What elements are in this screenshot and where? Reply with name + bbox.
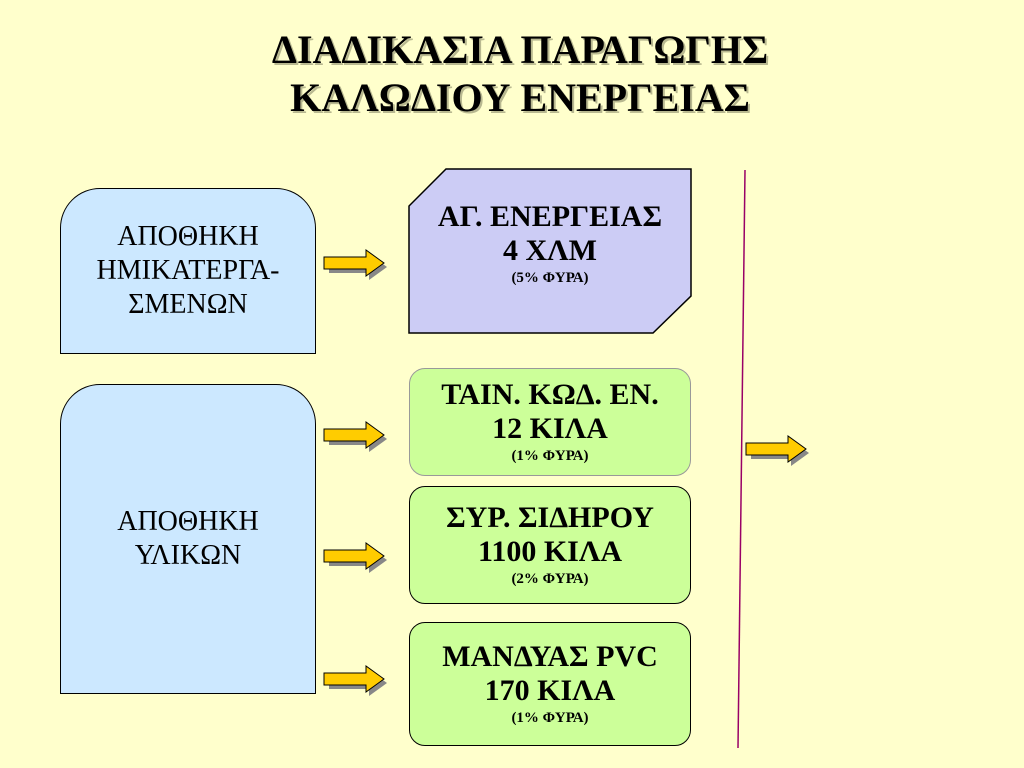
- material-box-tape: ΤΑΙΝ. ΚΩΔ. ΕΝ. 12 ΚΙΛΑ (1% ΦΥΡΑ): [409, 368, 691, 476]
- product-box: ΑΓ. ΕΝΕΡΓΕΙΑΣ 4 ΧΛΜ (5% ΦΥΡΑ): [409, 200, 691, 312]
- page-title: ΔΙΑΔΙΚΑΣΙΑ ΠΑΡΑΓΩΓΗΣ ΚΑΛΩΔΙΟΥ ΕΝΕΡΓΕΙΑΣ: [180, 26, 860, 122]
- material-wire-line-3: (2% ΦΥΡΑ): [511, 571, 589, 587]
- arrow-right-icon: [323, 542, 387, 573]
- semi-store-line-2: ΗΜΙΚΑΤΕΡΓΑ-: [96, 255, 280, 286]
- arrow-right-icon: [323, 249, 387, 280]
- arrow-right-icon: [323, 421, 387, 452]
- material-wire-line-2: 1100 ΚΙΛΑ: [477, 535, 623, 568]
- semi-store-line-3: ΣΜΕΝΩΝ: [128, 289, 248, 320]
- title-line-1: ΔΙΑΔΙΚΑΣΙΑ ΠΑΡΑΓΩΓΗΣ: [271, 27, 769, 72]
- material-pvc-line-2: 170 ΚΙΛΑ: [484, 674, 616, 707]
- material-box-wire: ΣΥΡ. ΣΙΔΗΡΟΥ 1100 ΚΙΛΑ (2% ΦΥΡΑ): [409, 486, 691, 604]
- semi-finished-warehouse-box: ΑΠΟΘΗΚΗ ΗΜΙΚΑΤΕΡΓΑ- ΣΜΕΝΩΝ: [60, 188, 316, 354]
- material-pvc-line-3: (1% ΦΥΡΑ): [511, 710, 589, 726]
- materials-store-line-1: ΑΠΟΘΗΚΗ: [117, 506, 259, 537]
- arrow-right-icon: [323, 665, 387, 696]
- materials-store-line-2: ΥΛΙΚΩΝ: [134, 540, 242, 571]
- material-tape-line-1: ΤΑΙΝ. ΚΩΔ. ΕΝ.: [441, 378, 659, 411]
- materials-warehouse-box: ΑΠΟΘΗΚΗ ΥΛΙΚΩΝ: [60, 384, 316, 694]
- material-wire-line-1: ΣΥΡ. ΣΙΔΗΡΟΥ: [446, 501, 654, 534]
- product-line-3: (5% ΦΥΡΑ): [511, 270, 589, 286]
- title-line-2: ΚΑΛΩΔΙΟΥ ΕΝΕΡΓΕΙΑΣ: [290, 75, 750, 120]
- material-pvc-line-1: ΜΑΝΔΥΑΣ PVC: [442, 640, 658, 673]
- semi-store-line-1: ΑΠΟΘΗΚΗ: [117, 221, 259, 252]
- divider-line: [737, 170, 746, 749]
- product-box-shape: [408, 168, 692, 334]
- material-tape-line-2: 12 ΚΙΛΑ: [492, 412, 608, 445]
- product-line-2: 4 ΧΛΜ: [503, 234, 597, 267]
- arrow-right-icon: [745, 435, 809, 466]
- material-box-pvc: ΜΑΝΔΥΑΣ PVC 170 ΚΙΛΑ (1% ΦΥΡΑ): [409, 622, 691, 746]
- material-tape-line-3: (1% ΦΥΡΑ): [511, 448, 589, 464]
- product-line-1: ΑΓ. ΕΝΕΡΓΕΙΑΣ: [437, 200, 663, 233]
